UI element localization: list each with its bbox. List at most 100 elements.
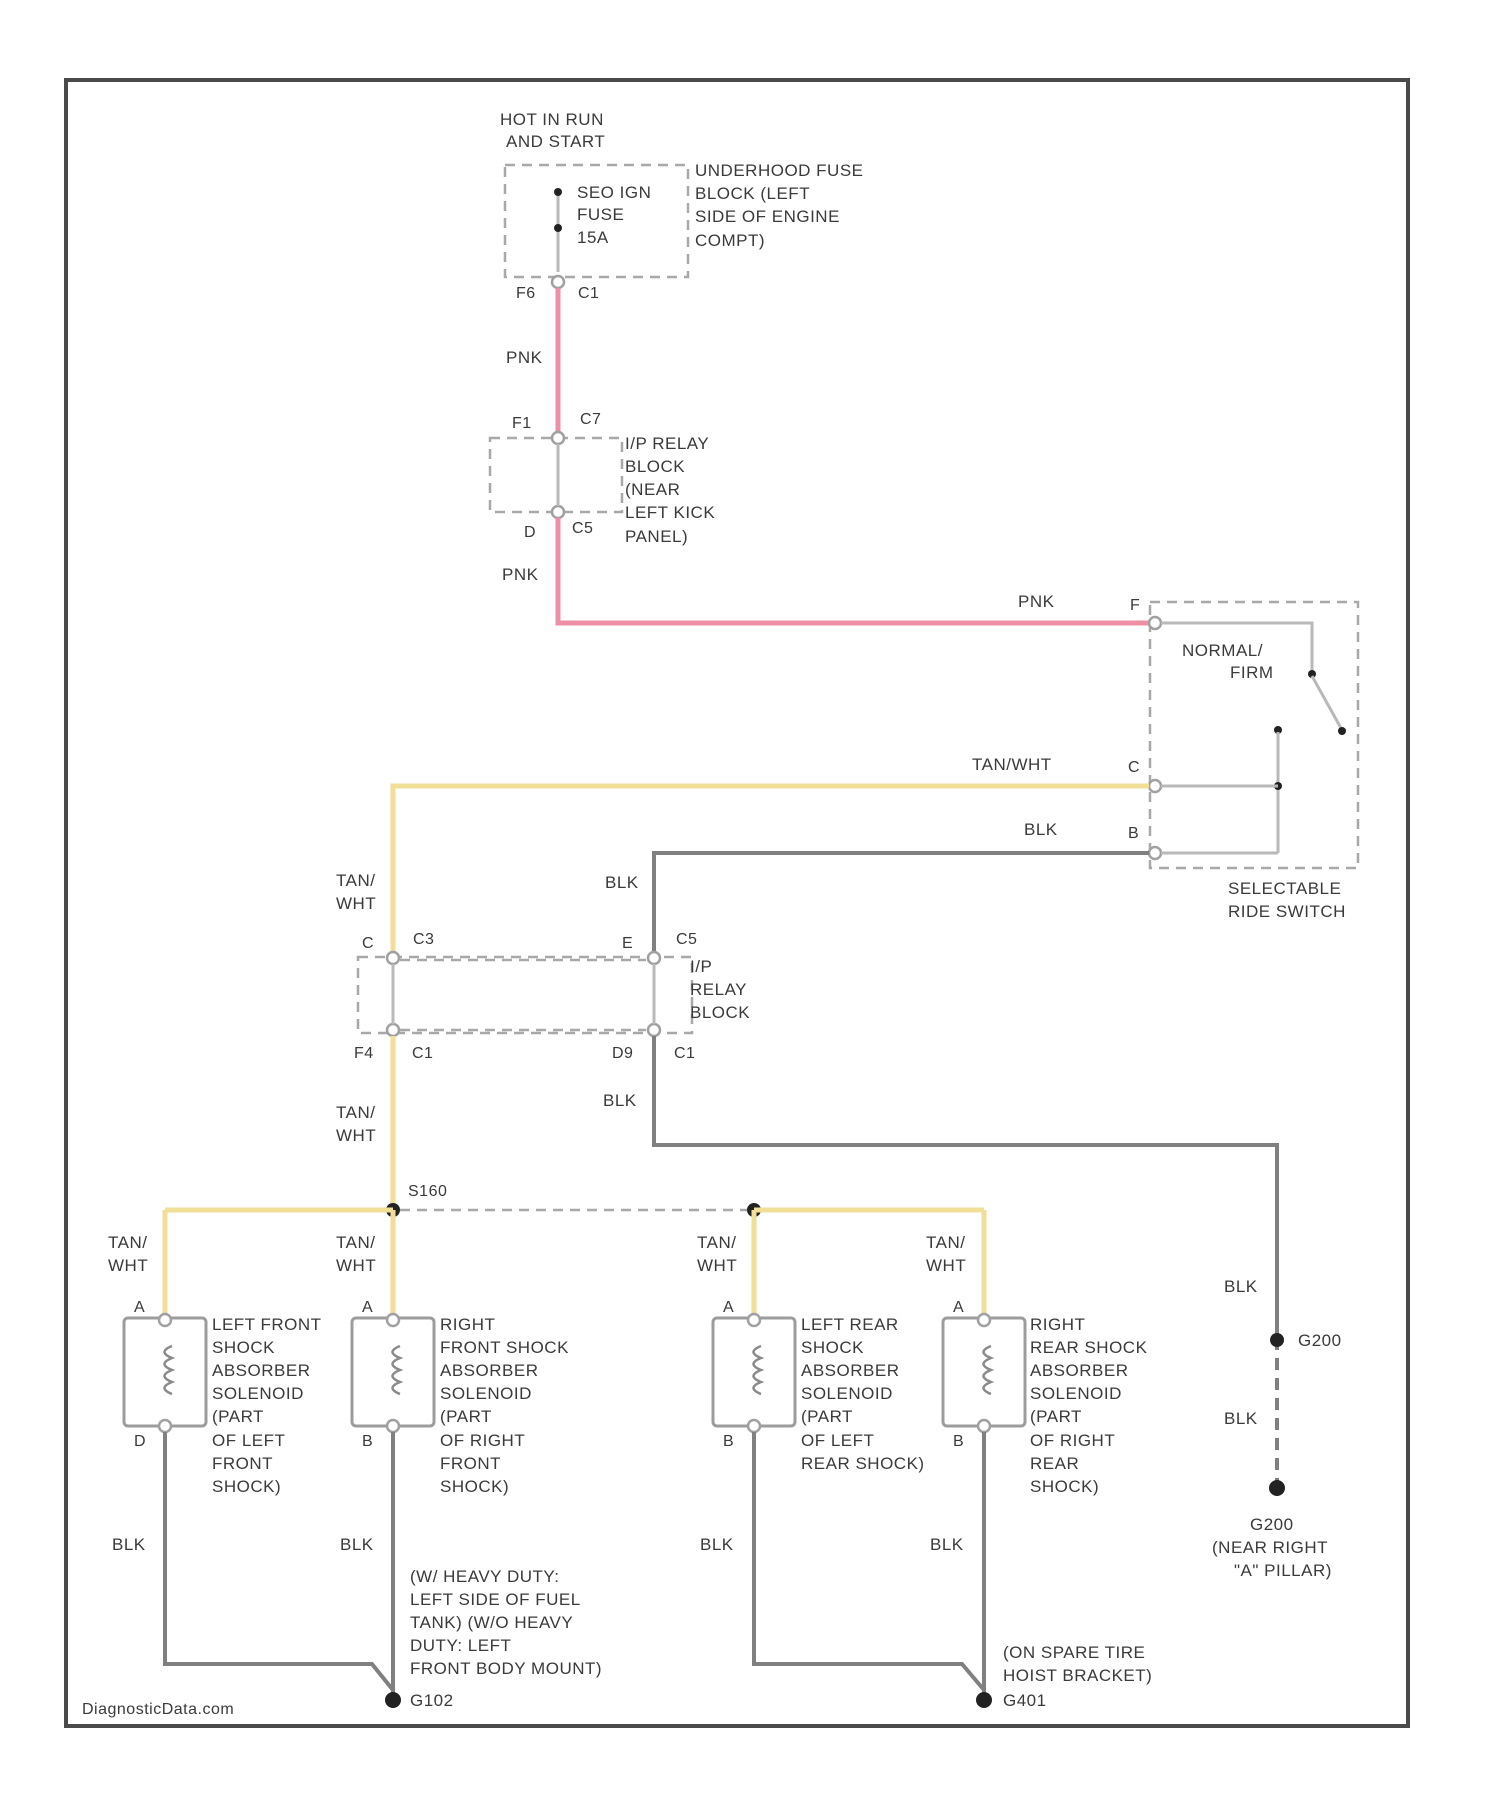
solenoid-lr-pin-b: B — [723, 1433, 734, 1450]
solenoid-rf-term-a — [387, 1314, 399, 1326]
solenoid-lf-label-8: SHOCK) — [212, 1477, 281, 1496]
pnk-wire-2-label: PNK — [502, 565, 539, 584]
power-header-line-1: HOT IN RUN — [500, 110, 604, 129]
blk-rf-label: BLK — [340, 1535, 374, 1554]
solenoid-right-rear: A B — [943, 1299, 1025, 1450]
relay-mid-label-3: BLOCK — [690, 1003, 750, 1022]
fuse-label-2: FUSE — [577, 205, 624, 224]
relay-block-mid-outline — [358, 957, 692, 1033]
solenoid-rf-label-8: SHOCK) — [440, 1477, 509, 1496]
g401-label-2: HOIST BRACKET) — [1003, 1666, 1152, 1685]
relay-top-connector-in — [552, 432, 564, 444]
ride-switch-label-2: RIDE SWITCH — [1228, 902, 1346, 921]
tan-lr-line-1: TAN/ — [697, 1233, 736, 1252]
tan-lr-line-2: WHT — [697, 1256, 737, 1275]
solenoid-rr-pin-a: A — [953, 1299, 964, 1316]
fuse-pin-label: F6 — [516, 285, 536, 302]
solenoid-lf-label-7: FRONT — [212, 1454, 273, 1473]
solenoid-rf-label-1: RIGHT — [440, 1315, 495, 1334]
relay-mid-label-1: I/P — [690, 957, 712, 976]
solenoid-rr-label-4: SOLENOID — [1030, 1384, 1122, 1403]
fuse-block-label-1: UNDERHOOD FUSE — [695, 161, 864, 180]
solenoid-lr-label-1: LEFT REAR — [801, 1315, 899, 1334]
solenoid-rf-term-b — [387, 1420, 399, 1432]
g200-splice-label: G200 — [1298, 1331, 1342, 1350]
solenoid-rr-body — [943, 1318, 1025, 1426]
fuse-block-label-3: SIDE OF ENGINE — [695, 207, 840, 226]
g200-label-2: (NEAR RIGHT — [1212, 1538, 1328, 1557]
solenoid-lf-body — [124, 1318, 206, 1426]
g102-ground-dot — [385, 1692, 401, 1708]
solenoid-rf-label-3: ABSORBER — [440, 1361, 538, 1380]
solenoid-lf-term-b — [159, 1420, 171, 1432]
g102-label-2: LEFT SIDE OF FUEL — [410, 1590, 581, 1609]
solenoid-lf-label-5: (PART — [212, 1407, 264, 1426]
ride-switch-terminal-f — [1149, 617, 1161, 629]
fuse-terminal-bottom — [554, 224, 562, 232]
solenoid-rr-pin-b: B — [953, 1433, 964, 1450]
solenoid-rr-label-2: REAR SHOCK — [1030, 1338, 1148, 1357]
tan-left-2-line-2: WHT — [336, 1126, 376, 1145]
relay-top-conn-bottom: C5 — [572, 520, 593, 537]
solenoid-rr-label-8: SHOCK) — [1030, 1477, 1099, 1496]
ride-switch-pin-f: F — [1130, 597, 1140, 614]
relay-top-label-4: LEFT KICK — [625, 503, 715, 522]
solenoid-lf-label-1: LEFT FRONT — [212, 1315, 322, 1334]
blk-wire-top-label: BLK — [1024, 820, 1058, 839]
splice-s160-label: S160 — [408, 1183, 447, 1200]
solenoid-rf-label-4: SOLENOID — [440, 1384, 532, 1403]
solenoid-rr-label-1: RIGHT — [1030, 1315, 1085, 1334]
solenoid-rr-term-a — [978, 1314, 990, 1326]
solenoid-lr-pin-a: A — [723, 1299, 734, 1316]
relay-mid-pin-e: E — [622, 935, 633, 952]
solenoid-lf-label-6: OF LEFT — [212, 1431, 285, 1450]
tan-wht-wire-top-label: TAN/WHT — [972, 755, 1052, 774]
solenoid-lr-body — [713, 1318, 795, 1426]
ride-switch-terminal-c — [1149, 780, 1161, 792]
g200-label-3: "A" PILLAR) — [1234, 1561, 1332, 1580]
blk-rr-label: BLK — [930, 1535, 964, 1554]
blk-ground-lower-label: BLK — [1224, 1409, 1258, 1428]
tan-left-2-line-1: TAN/ — [336, 1103, 375, 1122]
blk-wire-top — [654, 853, 1149, 953]
solenoid-lr-term-a — [748, 1314, 760, 1326]
relay-mid-c-out — [387, 1024, 399, 1036]
solenoid-rf-label-6: OF RIGHT — [440, 1431, 525, 1450]
solenoid-rf-label-7: FRONT — [440, 1454, 501, 1473]
solenoid-lf-term-a — [159, 1314, 171, 1326]
tan-left-1-line-2: WHT — [336, 894, 376, 913]
fuse-terminal-top — [554, 188, 562, 196]
solenoid-lf-label-3: ABSORBER — [212, 1361, 310, 1380]
relay-block-top-outline — [490, 438, 622, 512]
tan-rr-line-2: WHT — [926, 1256, 966, 1275]
blk-left-1-label: BLK — [605, 873, 639, 892]
blk-left-2-label: BLK — [603, 1091, 637, 1110]
solenoid-rf-body — [352, 1318, 434, 1426]
relay-mid-e-out — [648, 1024, 660, 1036]
solenoid-rr-label-5: (PART — [1030, 1407, 1082, 1426]
solenoid-left-rear: A B — [713, 1299, 795, 1450]
g102-label-6: G102 — [410, 1691, 454, 1710]
g200-ground-dot — [1269, 1480, 1285, 1496]
watermark: DiagnosticData.com — [82, 1701, 234, 1718]
blk-wire-mid — [654, 1036, 1277, 1338]
pnk-wire-3-label: PNK — [1018, 592, 1055, 611]
relay-top-pin-top: F1 — [512, 415, 532, 432]
blk-ground-lf — [165, 1432, 393, 1690]
solenoid-rf-label-5: (PART — [440, 1407, 492, 1426]
solenoid-rr-term-b — [978, 1420, 990, 1432]
solenoid-lr-label-5: (PART — [801, 1407, 853, 1426]
fuse-block-label-4: COMPT) — [695, 231, 765, 250]
ride-switch-pin-b: B — [1128, 825, 1139, 842]
ride-switch-pin-c: C — [1128, 759, 1140, 776]
solenoid-lr-label-6: OF LEFT — [801, 1431, 874, 1450]
relay-mid-pin-f4: F4 — [354, 1045, 374, 1062]
tan-rf-line-2: WHT — [336, 1256, 376, 1275]
ride-switch-position-1: NORMAL/ — [1182, 641, 1263, 660]
g401-label-1: (ON SPARE TIRE — [1003, 1643, 1145, 1662]
relay-mid-label-2: RELAY — [690, 980, 747, 999]
ride-switch-label-1: SELECTABLE — [1228, 879, 1341, 898]
solenoid-lf-label-2: SHOCK — [212, 1338, 275, 1357]
solenoid-lf-label-4: SOLENOID — [212, 1384, 304, 1403]
